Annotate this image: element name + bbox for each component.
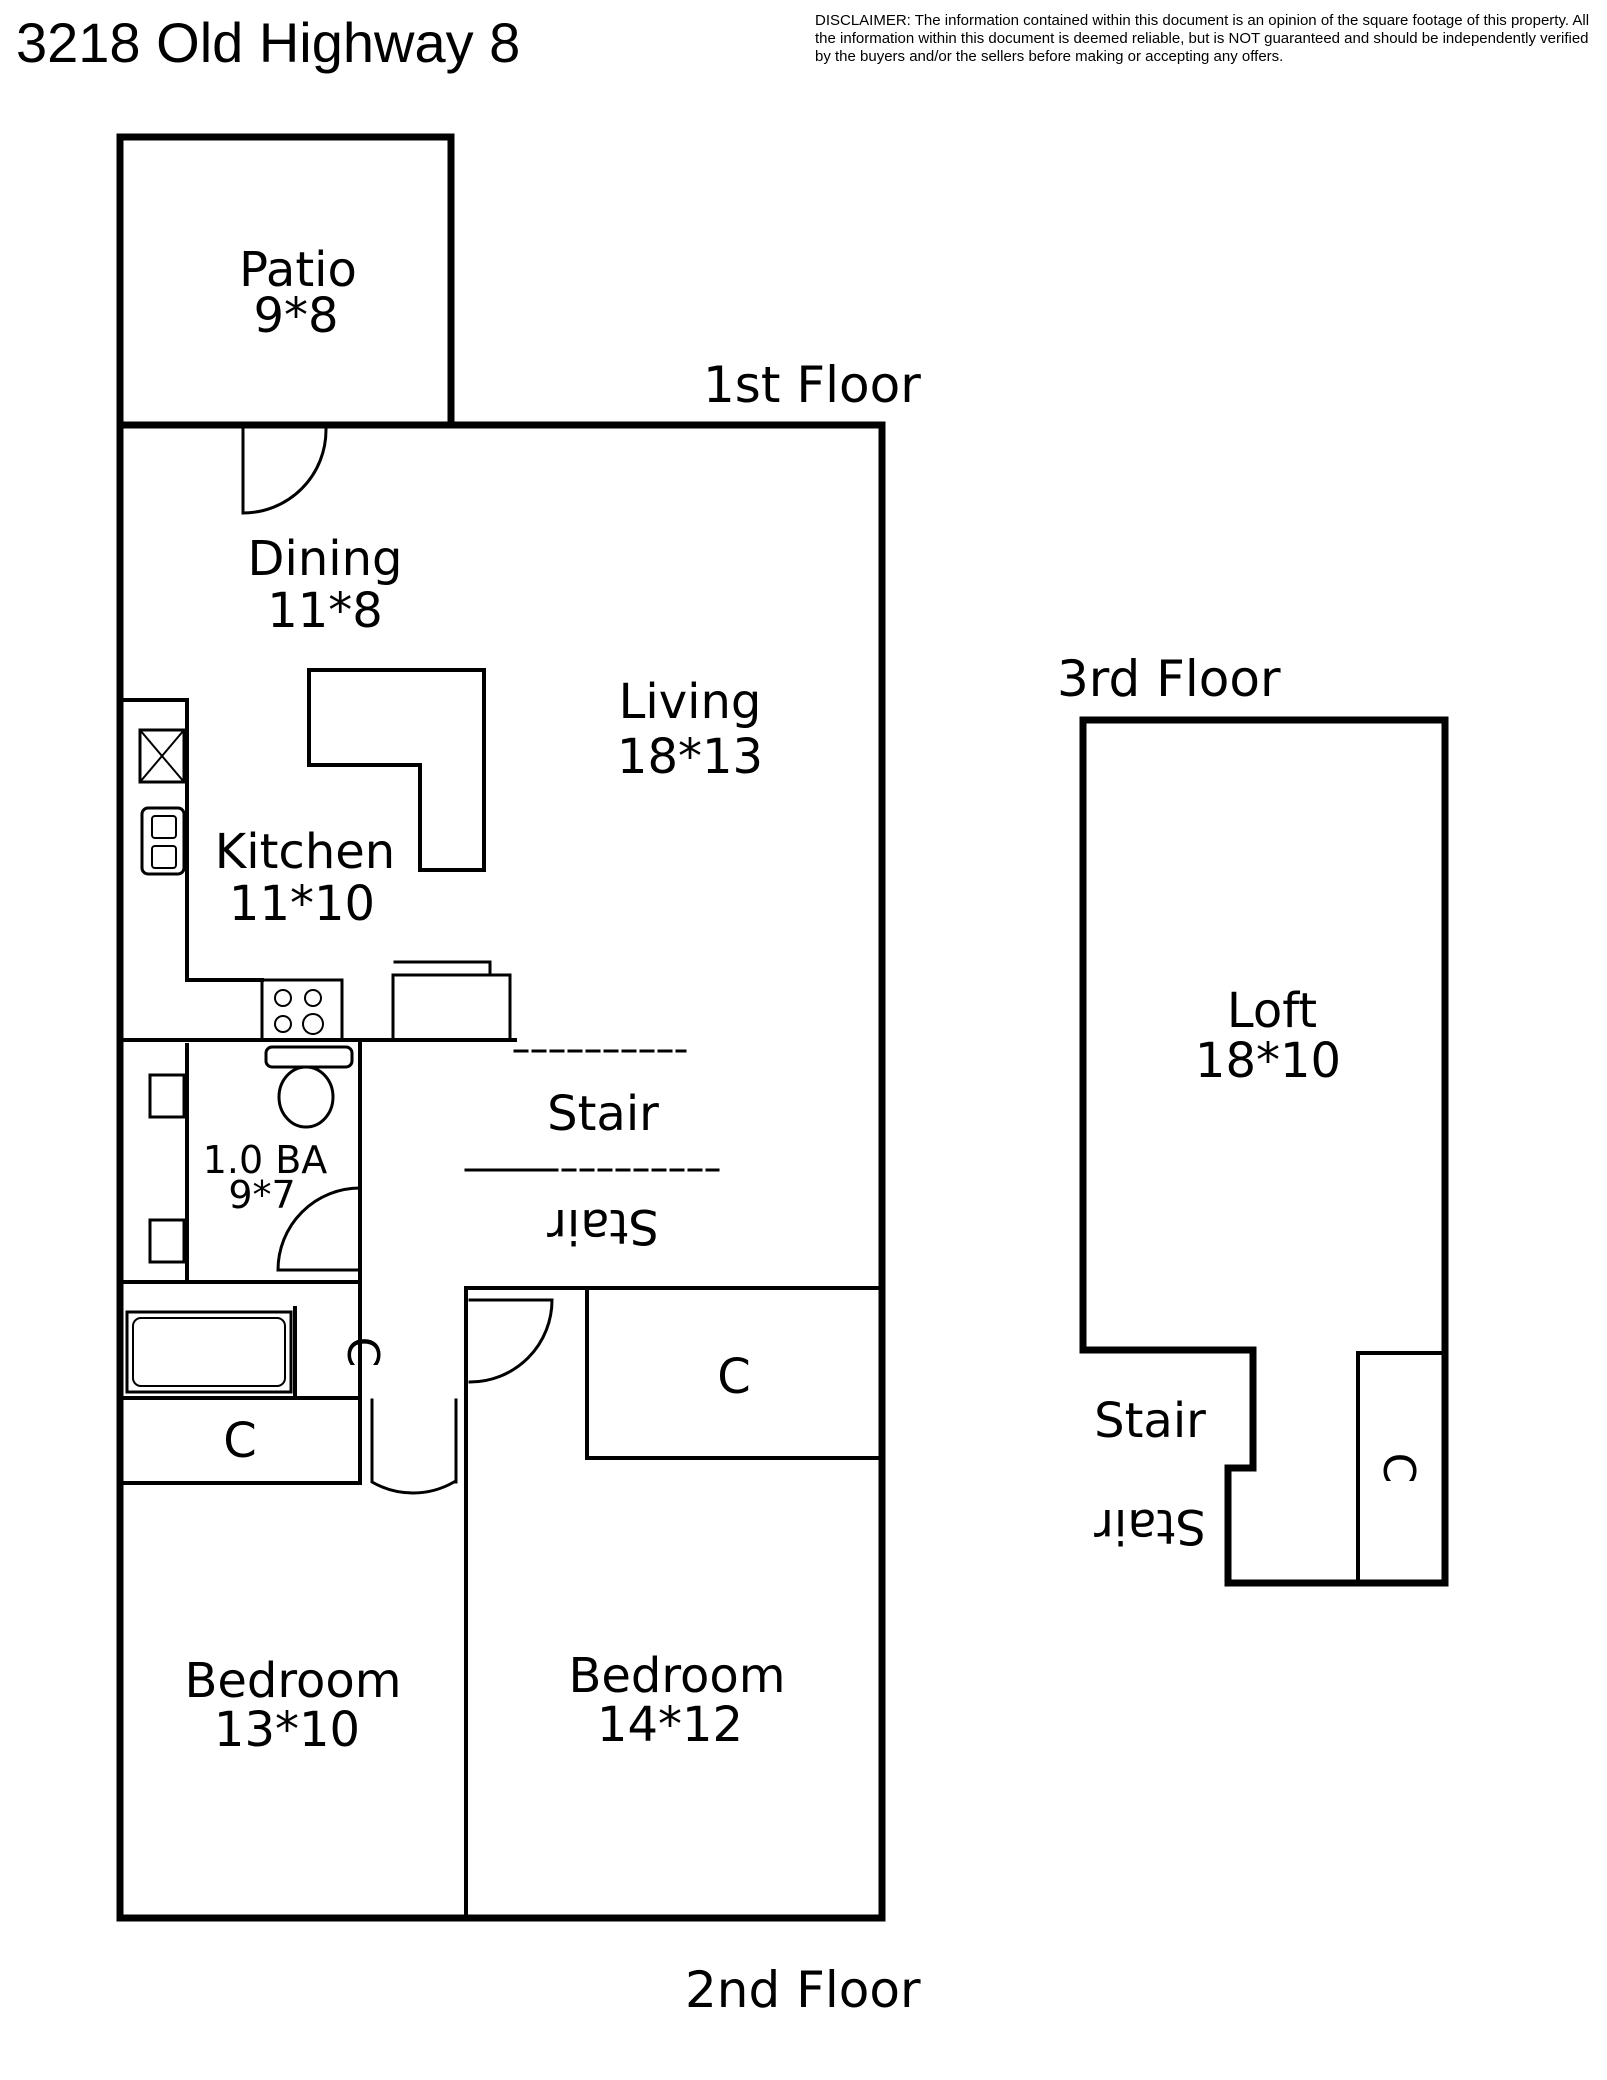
dining-name: Dining (248, 531, 403, 587)
patio-door (241, 428, 328, 515)
loft-closet (1356, 1351, 1447, 1585)
patio-name: Patio (239, 242, 357, 298)
toilet-bowl (277, 1065, 335, 1129)
patio-dims: 9*8 (253, 288, 338, 344)
bedroom2-door (468, 1298, 554, 1384)
stair-label-3rd: Stair (1094, 1393, 1206, 1449)
closet-label-bedroom2: C (717, 1349, 751, 1405)
floor-label-2nd: 2nd Floor (685, 1961, 921, 2019)
bathtub-inner (132, 1317, 286, 1387)
floor-label-3rd: 3rd Floor (1057, 650, 1281, 708)
bedroom1-name: Bedroom (184, 1653, 401, 1709)
kitchen-wall (118, 698, 264, 982)
loft-name: Loft (1227, 983, 1317, 1039)
loft-dims: 18*10 (1195, 1033, 1341, 1089)
stove (260, 978, 344, 1042)
closet-label-bath: C (337, 1337, 388, 1368)
bedroom2-dims: 14*12 (597, 1697, 743, 1753)
vanity-sink-2 (148, 1218, 186, 1264)
bathtub (125, 1310, 293, 1394)
kitchen-name: Kitchen (215, 824, 395, 880)
living-name: Living (619, 674, 762, 730)
bath-door (276, 1186, 362, 1272)
sink (140, 806, 186, 876)
stair-label-3rd-flipped: Stair (1094, 1498, 1206, 1554)
bath-name: 1.0 BA (203, 1138, 328, 1182)
bedroom1-dims: 13*10 (214, 1702, 360, 1758)
kitchen-island (307, 668, 486, 872)
loft-walls (1079, 716, 1449, 1587)
property-address-title: 3218 Old Highway 8 (16, 11, 521, 74)
sink-basin-bottom (151, 845, 177, 869)
stove-burner-2 (304, 989, 322, 1007)
stove-burner-1 (274, 989, 292, 1007)
counter (391, 960, 512, 1042)
bedroom2-name: Bedroom (568, 1648, 785, 1704)
main-outer-walls (116, 421, 886, 1922)
stove-burner-4 (302, 1013, 324, 1035)
stair-label-1st-flipped: Stair (547, 1198, 659, 1254)
living-dims: 18*13 (617, 729, 763, 785)
closet-label-loft: C (1373, 1453, 1424, 1484)
sink-basin-top (151, 815, 177, 839)
kitchen-dims: 11*10 (229, 876, 375, 932)
closet-label-hall: C (223, 1413, 257, 1469)
bath-dims: 9*7 (228, 1173, 295, 1217)
bedroom1-door (370, 1398, 457, 1495)
floor-label-1st: 1st Floor (703, 356, 921, 414)
fridge-cross (138, 728, 186, 784)
vanity-sink-1 (148, 1073, 186, 1119)
fridge (138, 728, 186, 784)
toilet-tank (264, 1045, 354, 1069)
disclaimer-text: DISCLAIMER: The information contained wi… (815, 12, 1590, 65)
stair-label-1st: Stair (547, 1086, 659, 1142)
dining-dims: 11*8 (267, 583, 383, 639)
hallway-walls (464, 1286, 884, 1920)
stove-burner-3 (274, 1015, 292, 1033)
bedroom-closet (585, 1286, 884, 1460)
bath-walls (118, 1038, 362, 1442)
